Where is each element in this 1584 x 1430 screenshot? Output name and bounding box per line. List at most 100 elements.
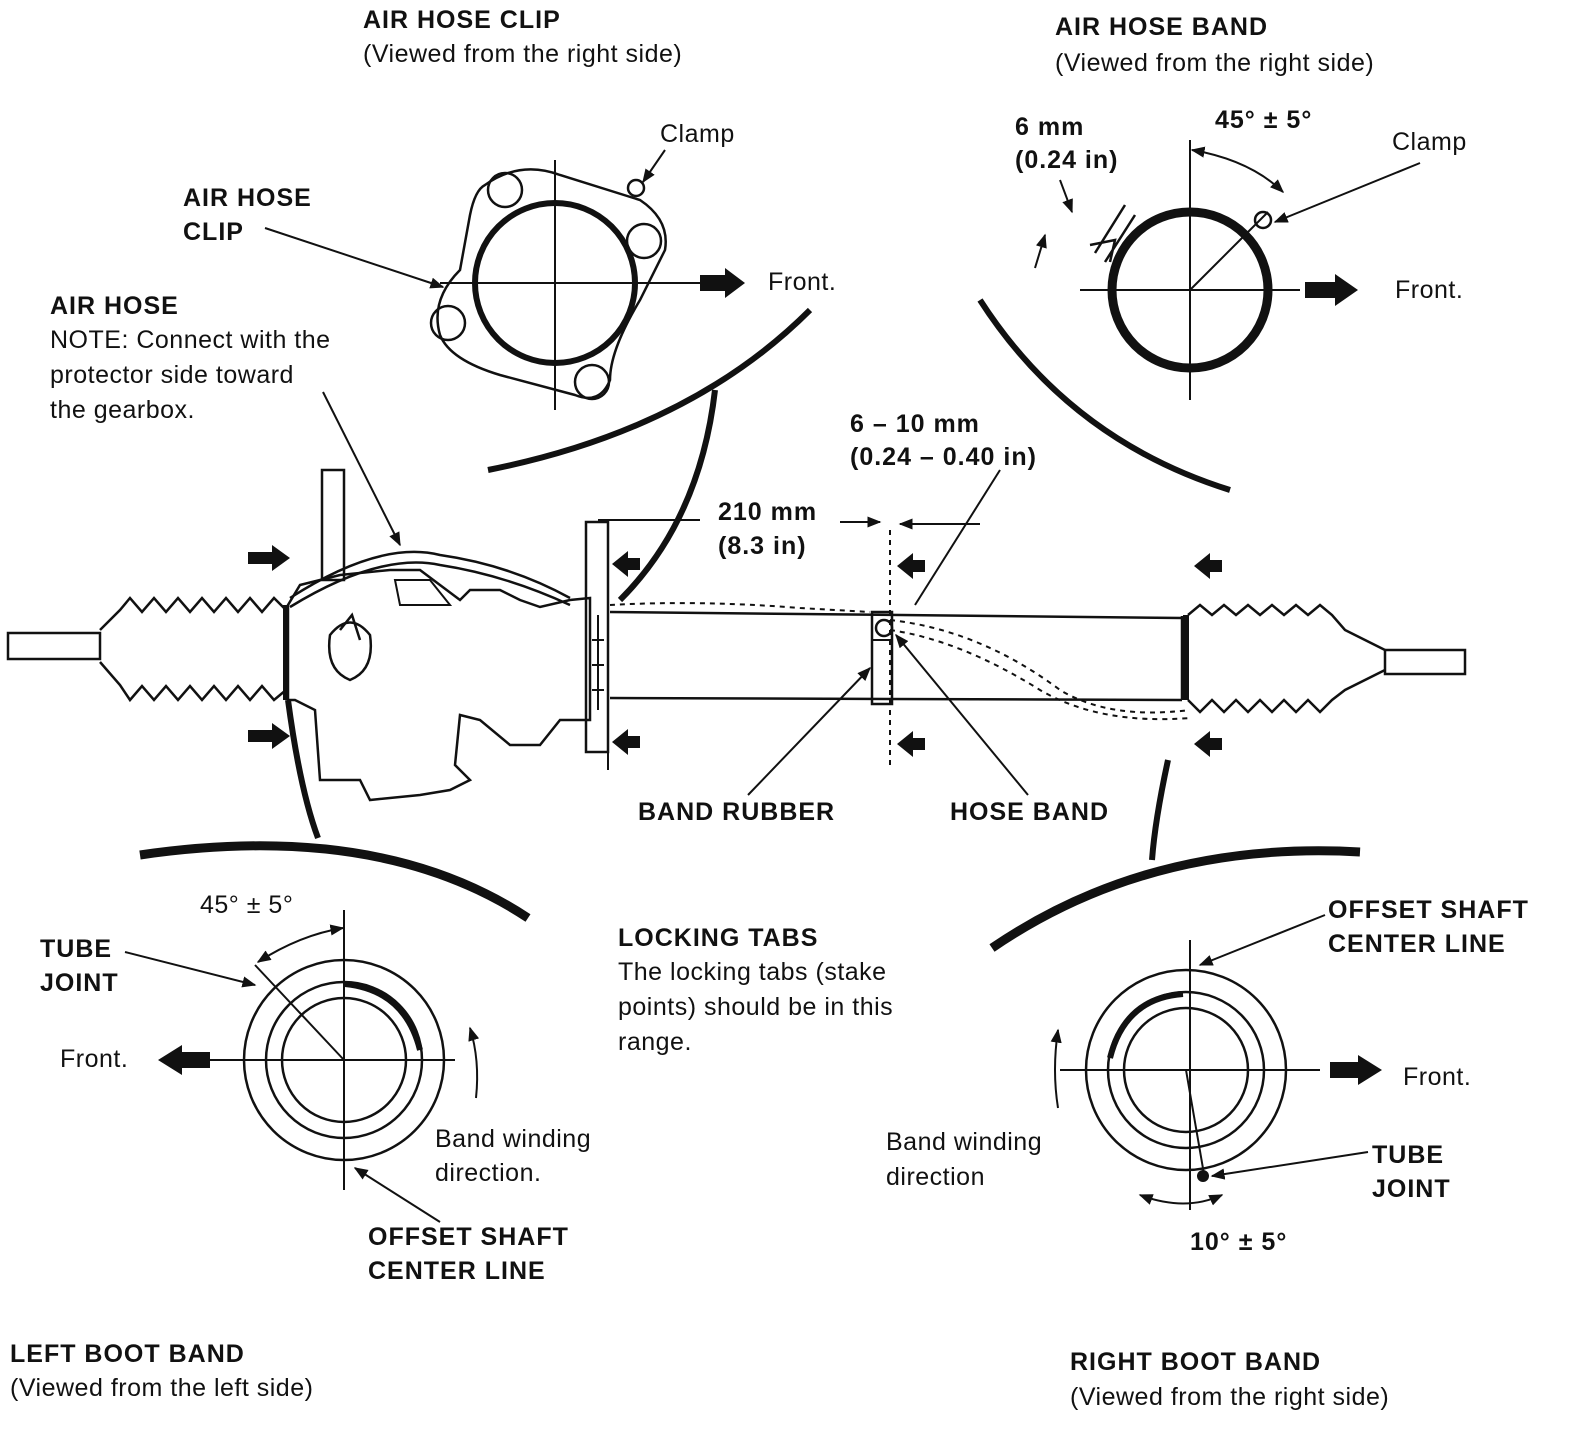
left-tube-joint-line1: TUBE	[40, 935, 112, 963]
right-boot-bottom	[1187, 668, 1386, 714]
arrow-band-bottom	[897, 731, 925, 757]
right-band-winding-line2: direction	[886, 1163, 985, 1191]
band-angle-label: 45° ± 5°	[1215, 106, 1312, 134]
right-offset-shaft-line2: CENTER LINE	[1328, 930, 1506, 958]
clip-bolt-hole-top	[486, 171, 524, 209]
left-angle-line	[254, 964, 345, 1061]
clip-front-label: Front.	[768, 268, 836, 296]
band-dim-arrow-bottom	[1034, 233, 1047, 269]
air-hose-band-title: AIR HOSE BAND	[1055, 13, 1268, 41]
right-band-winding-line1: Band winding	[886, 1128, 1042, 1156]
clip-bolt-hole-right	[625, 222, 663, 260]
band-dim-in: (0.24 in)	[1015, 146, 1118, 174]
air-hose-band-subtitle: (Viewed from the right side)	[1055, 49, 1374, 77]
right-boot-subtitle: (Viewed from the right side)	[1070, 1383, 1389, 1411]
hose-along-tube	[609, 602, 871, 613]
hose-under-tube-a	[889, 619, 1191, 714]
right-view-callout-arc	[989, 846, 1361, 952]
arrow-left-bottom	[248, 723, 290, 749]
clip-flange-plate	[436, 168, 667, 400]
right-tube-joint-leader	[1210, 1151, 1369, 1180]
arrow-flange-top	[612, 551, 640, 577]
air-hose-clip-leader	[264, 227, 445, 289]
steering-rack: 210 mm (8.3 in) 6 – 10 mm (0.24 – 0.40 i…	[6, 389, 1467, 826]
left-tie-rod-shaft	[6, 631, 102, 661]
right-band-locking-range	[1107, 991, 1184, 1059]
air-hose-clip-view: AIR HOSE CLIP (Viewed from the right sid…	[183, 6, 836, 410]
rack-dim-mm: 210 mm	[718, 498, 817, 526]
air-hose-label: AIR HOSE	[50, 292, 179, 320]
clip-clamp-leader	[642, 149, 666, 184]
air-hose-tube-upper	[289, 550, 571, 600]
air-hose-leader	[322, 391, 401, 547]
band-angle-arc	[1190, 146, 1285, 193]
clip-bolt-hole-bottom	[573, 363, 611, 401]
hose-band-label: HOSE BAND	[950, 798, 1109, 826]
air-hose-clip-title: AIR HOSE CLIP	[363, 6, 561, 34]
left-angle-label: 45° ± 5°	[200, 891, 293, 919]
clip-front-arrow	[700, 268, 745, 298]
rack-tube-top	[609, 610, 1183, 620]
band-rubber-label: BAND RUBBER	[638, 798, 835, 826]
locking-tabs-title: LOCKING TABS	[618, 924, 818, 952]
pinion-fitting	[327, 612, 373, 682]
note-line2: protector side toward	[50, 361, 294, 389]
note-line3: the gearbox.	[50, 396, 195, 424]
left-winding-arrow	[468, 1026, 480, 1099]
left-band-locking-range	[344, 981, 423, 1051]
flange-bolts	[592, 615, 604, 710]
band-clip-hardware	[1089, 204, 1137, 263]
hose-under-tube-b	[889, 629, 1191, 721]
right-tie-rod-shaft	[1383, 648, 1467, 676]
right-tube-joint-line2: JOINT	[1372, 1175, 1451, 1203]
left-offset-shaft-line2: CENTER LINE	[368, 1257, 546, 1285]
rack-mount-flange	[584, 520, 610, 754]
right-boot-top	[1187, 603, 1386, 652]
pinion-shaft	[320, 468, 346, 582]
air-hose-clip-label-line2: CLIP	[183, 218, 244, 246]
left-offset-shaft-leader	[353, 1167, 441, 1223]
clip-bolt-hole-left	[429, 304, 467, 342]
left-angle-arc	[256, 924, 345, 963]
right-angle-arc	[1138, 1194, 1224, 1206]
air-hose-tube-lower	[289, 561, 571, 609]
rack-tube-bottom	[609, 696, 1183, 702]
arrow-right-bottom	[1194, 731, 1222, 757]
hose-band-rubber	[870, 610, 894, 706]
locking-tabs-line2: points) should be in this	[618, 993, 893, 1021]
right-front-label: Front.	[1403, 1063, 1471, 1091]
rack-dim-in: (8.3 in)	[718, 532, 807, 560]
clip-to-rack-arc	[617, 389, 718, 603]
band-dim-mm: 6 mm	[1015, 113, 1084, 141]
gearbox-cover	[393, 579, 453, 606]
hose-band-clamp	[874, 618, 894, 638]
right-boot-band-view: Front. OFFSET SHAFT CENTER LINE Band win…	[886, 759, 1529, 1411]
left-offset-shaft-line1: OFFSET SHAFT	[368, 1223, 569, 1251]
left-band-winding-line2: direction.	[435, 1159, 541, 1187]
band-clamp	[1253, 210, 1273, 230]
left-band-winding-line1: Band winding	[435, 1125, 591, 1153]
band-dim-arrow-top	[1059, 179, 1073, 214]
clip-clamp-label: Clamp	[660, 120, 735, 148]
right-angle-line	[1185, 1069, 1206, 1181]
left-boot-title: LEFT BOOT BAND	[10, 1340, 245, 1368]
right-offset-shaft-leader	[1198, 914, 1326, 966]
right-tube-joint-line1: TUBE	[1372, 1141, 1444, 1169]
right-view-connector	[1149, 759, 1171, 861]
right-offset-shaft-line1: OFFSET SHAFT	[1328, 896, 1529, 924]
hose-dim-in: (0.24 – 0.40 in)	[850, 443, 1037, 471]
arrow-flange-bottom	[612, 729, 640, 755]
band-rubber-leader	[747, 666, 871, 796]
band-callout-arc	[977, 298, 1231, 493]
right-boot-title: RIGHT BOOT BAND	[1070, 1348, 1321, 1376]
clip-callout-arc	[487, 307, 813, 473]
left-boot-band-view: 45° ± 5° TUBE JOINT Front. Band winding …	[10, 699, 591, 1402]
left-boot-bottom	[99, 661, 287, 703]
arrow-band-top	[897, 553, 925, 579]
air-hose-band-view: AIR HOSE BAND (Viewed from the right sid…	[977, 13, 1467, 493]
band-clamp-label: Clamp	[1392, 128, 1467, 156]
band-angle-line	[1189, 211, 1269, 291]
band-front-label: Front.	[1395, 276, 1463, 304]
arrow-right-top	[1194, 553, 1222, 579]
